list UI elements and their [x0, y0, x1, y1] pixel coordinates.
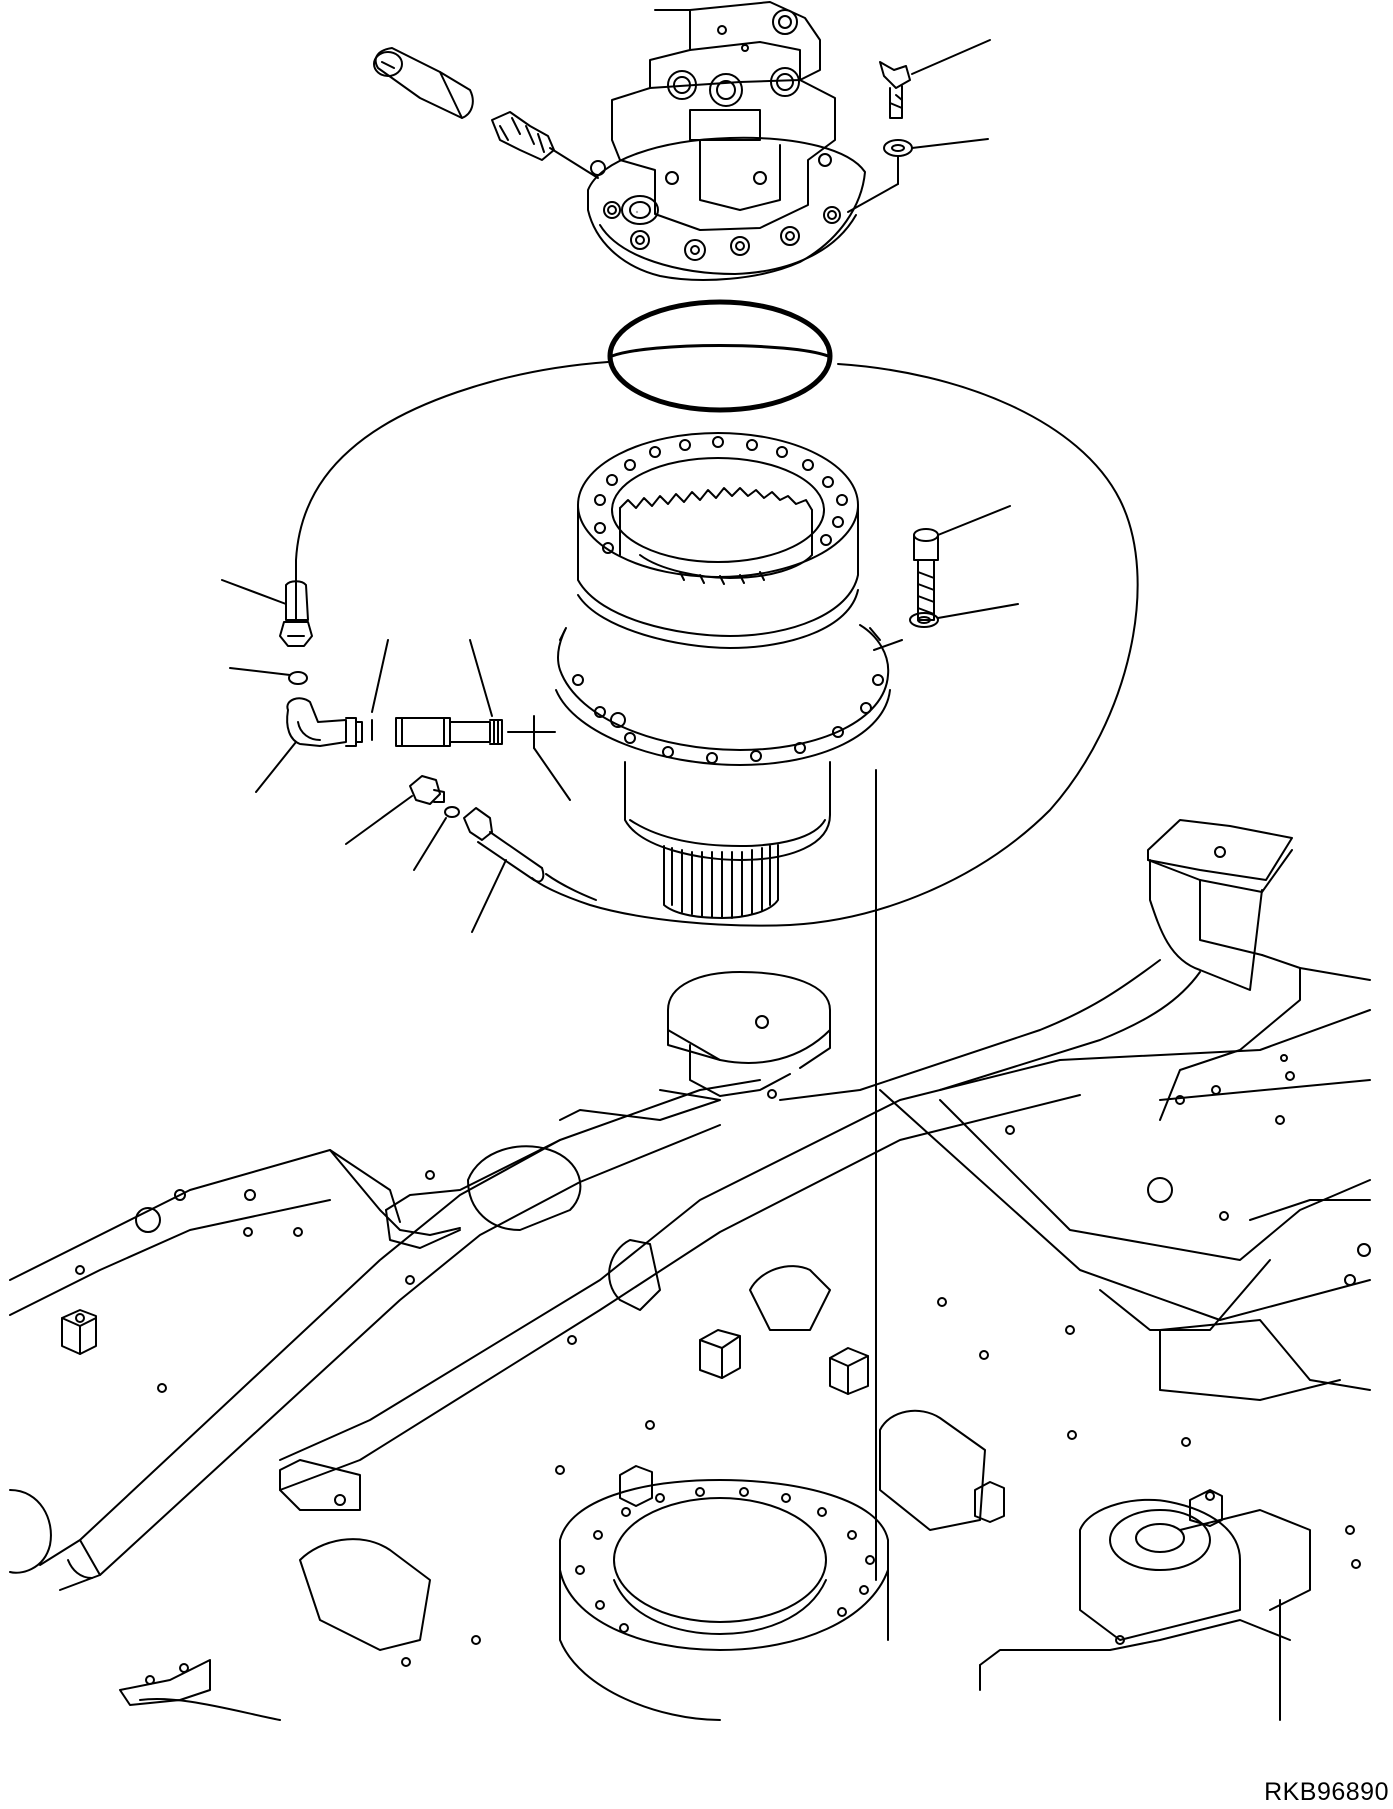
drawing-code: RKB96890 [1264, 1778, 1389, 1806]
motor-mounting-bolt [880, 40, 990, 118]
plug [346, 776, 444, 844]
drain-hose-upper [222, 580, 312, 646]
assembly-boundary [296, 362, 1138, 926]
adapter-nipple [372, 640, 570, 800]
valve-fitting [492, 112, 598, 178]
motor-mounting-washer [848, 139, 988, 212]
reducer-mounting-washer [874, 604, 1018, 650]
relief-valve [374, 48, 473, 118]
reducer-mounting-bolt [914, 506, 1010, 620]
small-o-ring [414, 807, 459, 870]
swing-motor [588, 2, 865, 280]
drain-hose-lower [464, 808, 596, 932]
swing-machinery-reducer [556, 433, 890, 918]
revolving-frame [10, 820, 1370, 1720]
motor-o-ring [610, 302, 830, 410]
small-o-ring-upper [230, 668, 307, 684]
elbow-fitting [256, 698, 362, 792]
